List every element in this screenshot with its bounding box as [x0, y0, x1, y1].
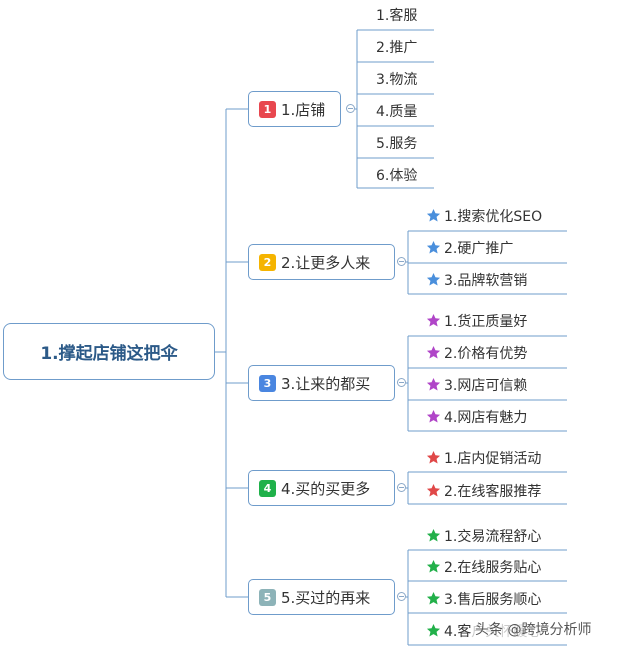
branch-node-3[interactable]: 3 3.让来的都买 [248, 365, 395, 401]
watermark: 头条 @跨境分析师 [472, 619, 595, 639]
collapse-toggle-1[interactable] [346, 104, 355, 113]
leaf-label: 4.网店有魅力 [444, 410, 528, 426]
branch-label-4: 4.买的买更多 [281, 479, 371, 498]
branch-node-2[interactable]: 2 2.让更多人来 [248, 244, 395, 280]
star-icon [426, 377, 441, 392]
collapse-toggle-3[interactable] [397, 378, 406, 387]
leaf-2-3[interactable]: 3.品牌软营销 [426, 270, 527, 290]
leaf-label: 6.体验 [376, 168, 418, 184]
star-icon [426, 483, 441, 498]
branch-label-1: 1.店铺 [281, 100, 326, 119]
root-label: 1.撑起店铺这把伞 [40, 344, 178, 364]
star-icon [426, 345, 441, 360]
leaf-label: 2.价格有优势 [444, 346, 528, 362]
leaf-label: 1.店内促销活动 [444, 451, 542, 467]
leaf-label: 3.售后服务顺心 [444, 592, 542, 608]
star-icon [426, 313, 441, 328]
leaf-3-4[interactable]: 4.网店有魅力 [426, 407, 527, 427]
leaf-1-1[interactable]: 1.客服 [376, 5, 417, 25]
leaf-5-2[interactable]: 2.在线服务贴心 [426, 557, 541, 577]
root-node[interactable]: 1.撑起店铺这把伞 [3, 323, 215, 380]
branch-node-4[interactable]: 4 4.买的买更多 [248, 470, 395, 506]
collapse-toggle-4[interactable] [397, 483, 406, 492]
leaf-1-2[interactable]: 2.推广 [376, 37, 417, 57]
collapse-toggle-2[interactable] [397, 257, 406, 266]
priority-badge-3: 3 [259, 374, 276, 392]
leaf-3-3[interactable]: 3.网店可信赖 [426, 375, 527, 395]
branch-label-2: 2.让更多人来 [281, 253, 371, 272]
leaf-label: 1.交易流程舒心 [444, 529, 542, 545]
star-icon [426, 272, 441, 287]
leaf-4-1[interactable]: 1.店内促销活动 [426, 448, 541, 468]
leaf-label: 2.在线服务贴心 [444, 560, 542, 576]
leaf-1-5[interactable]: 5.服务 [376, 133, 417, 153]
star-icon [426, 623, 441, 638]
priority-badge-5: 5 [259, 588, 276, 606]
leaf-5-3[interactable]: 3.售后服务顺心 [426, 589, 541, 609]
leaf-label: 1.搜索优化SEO [444, 209, 543, 225]
star-icon [426, 450, 441, 465]
leaf-3-2[interactable]: 2.价格有优势 [426, 343, 527, 363]
leaf-label: 3.网店可信赖 [444, 378, 528, 394]
leaf-label: 2.硬广推广 [444, 241, 514, 257]
star-icon [426, 208, 441, 223]
leaf-5-1[interactable]: 1.交易流程舒心 [426, 526, 541, 546]
branch-node-5[interactable]: 5 5.买过的再来 [248, 579, 395, 615]
leaf-1-3[interactable]: 3.物流 [376, 69, 417, 89]
leaf-3-1[interactable]: 1.货正质量好 [426, 311, 527, 331]
leaf-label: 2.在线客服推荐 [444, 484, 542, 500]
star-icon [426, 528, 441, 543]
leaf-label: 4.质量 [376, 104, 418, 120]
star-icon [426, 240, 441, 255]
leaf-1-4[interactable]: 4.质量 [376, 101, 417, 121]
leaf-2-1[interactable]: 1.搜索优化SEO [426, 206, 542, 226]
leaf-4-2[interactable]: 2.在线客服推荐 [426, 481, 541, 501]
leaf-label: 5.服务 [376, 136, 418, 152]
star-icon [426, 591, 441, 606]
branch-label-3: 3.让来的都买 [281, 374, 371, 393]
leaf-2-2[interactable]: 2.硬广推广 [426, 238, 513, 258]
leaf-label: 1.客服 [376, 8, 418, 24]
leaf-label: 1.货正质量好 [444, 314, 528, 330]
branch-label-5: 5.买过的再来 [281, 588, 371, 607]
collapse-toggle-5[interactable] [397, 592, 406, 601]
leaf-1-6[interactable]: 6.体验 [376, 165, 417, 185]
leaf-label: 2.推广 [376, 40, 418, 56]
star-icon [426, 559, 441, 574]
leaf-label: 3.物流 [376, 72, 418, 88]
priority-badge-1: 1 [259, 100, 276, 118]
branch-node-1[interactable]: 1 1.店铺 [248, 91, 341, 127]
priority-badge-4: 4 [259, 479, 276, 497]
priority-badge-2: 2 [259, 253, 276, 271]
leaf-label: 3.品牌软营销 [444, 273, 528, 289]
star-icon [426, 409, 441, 424]
